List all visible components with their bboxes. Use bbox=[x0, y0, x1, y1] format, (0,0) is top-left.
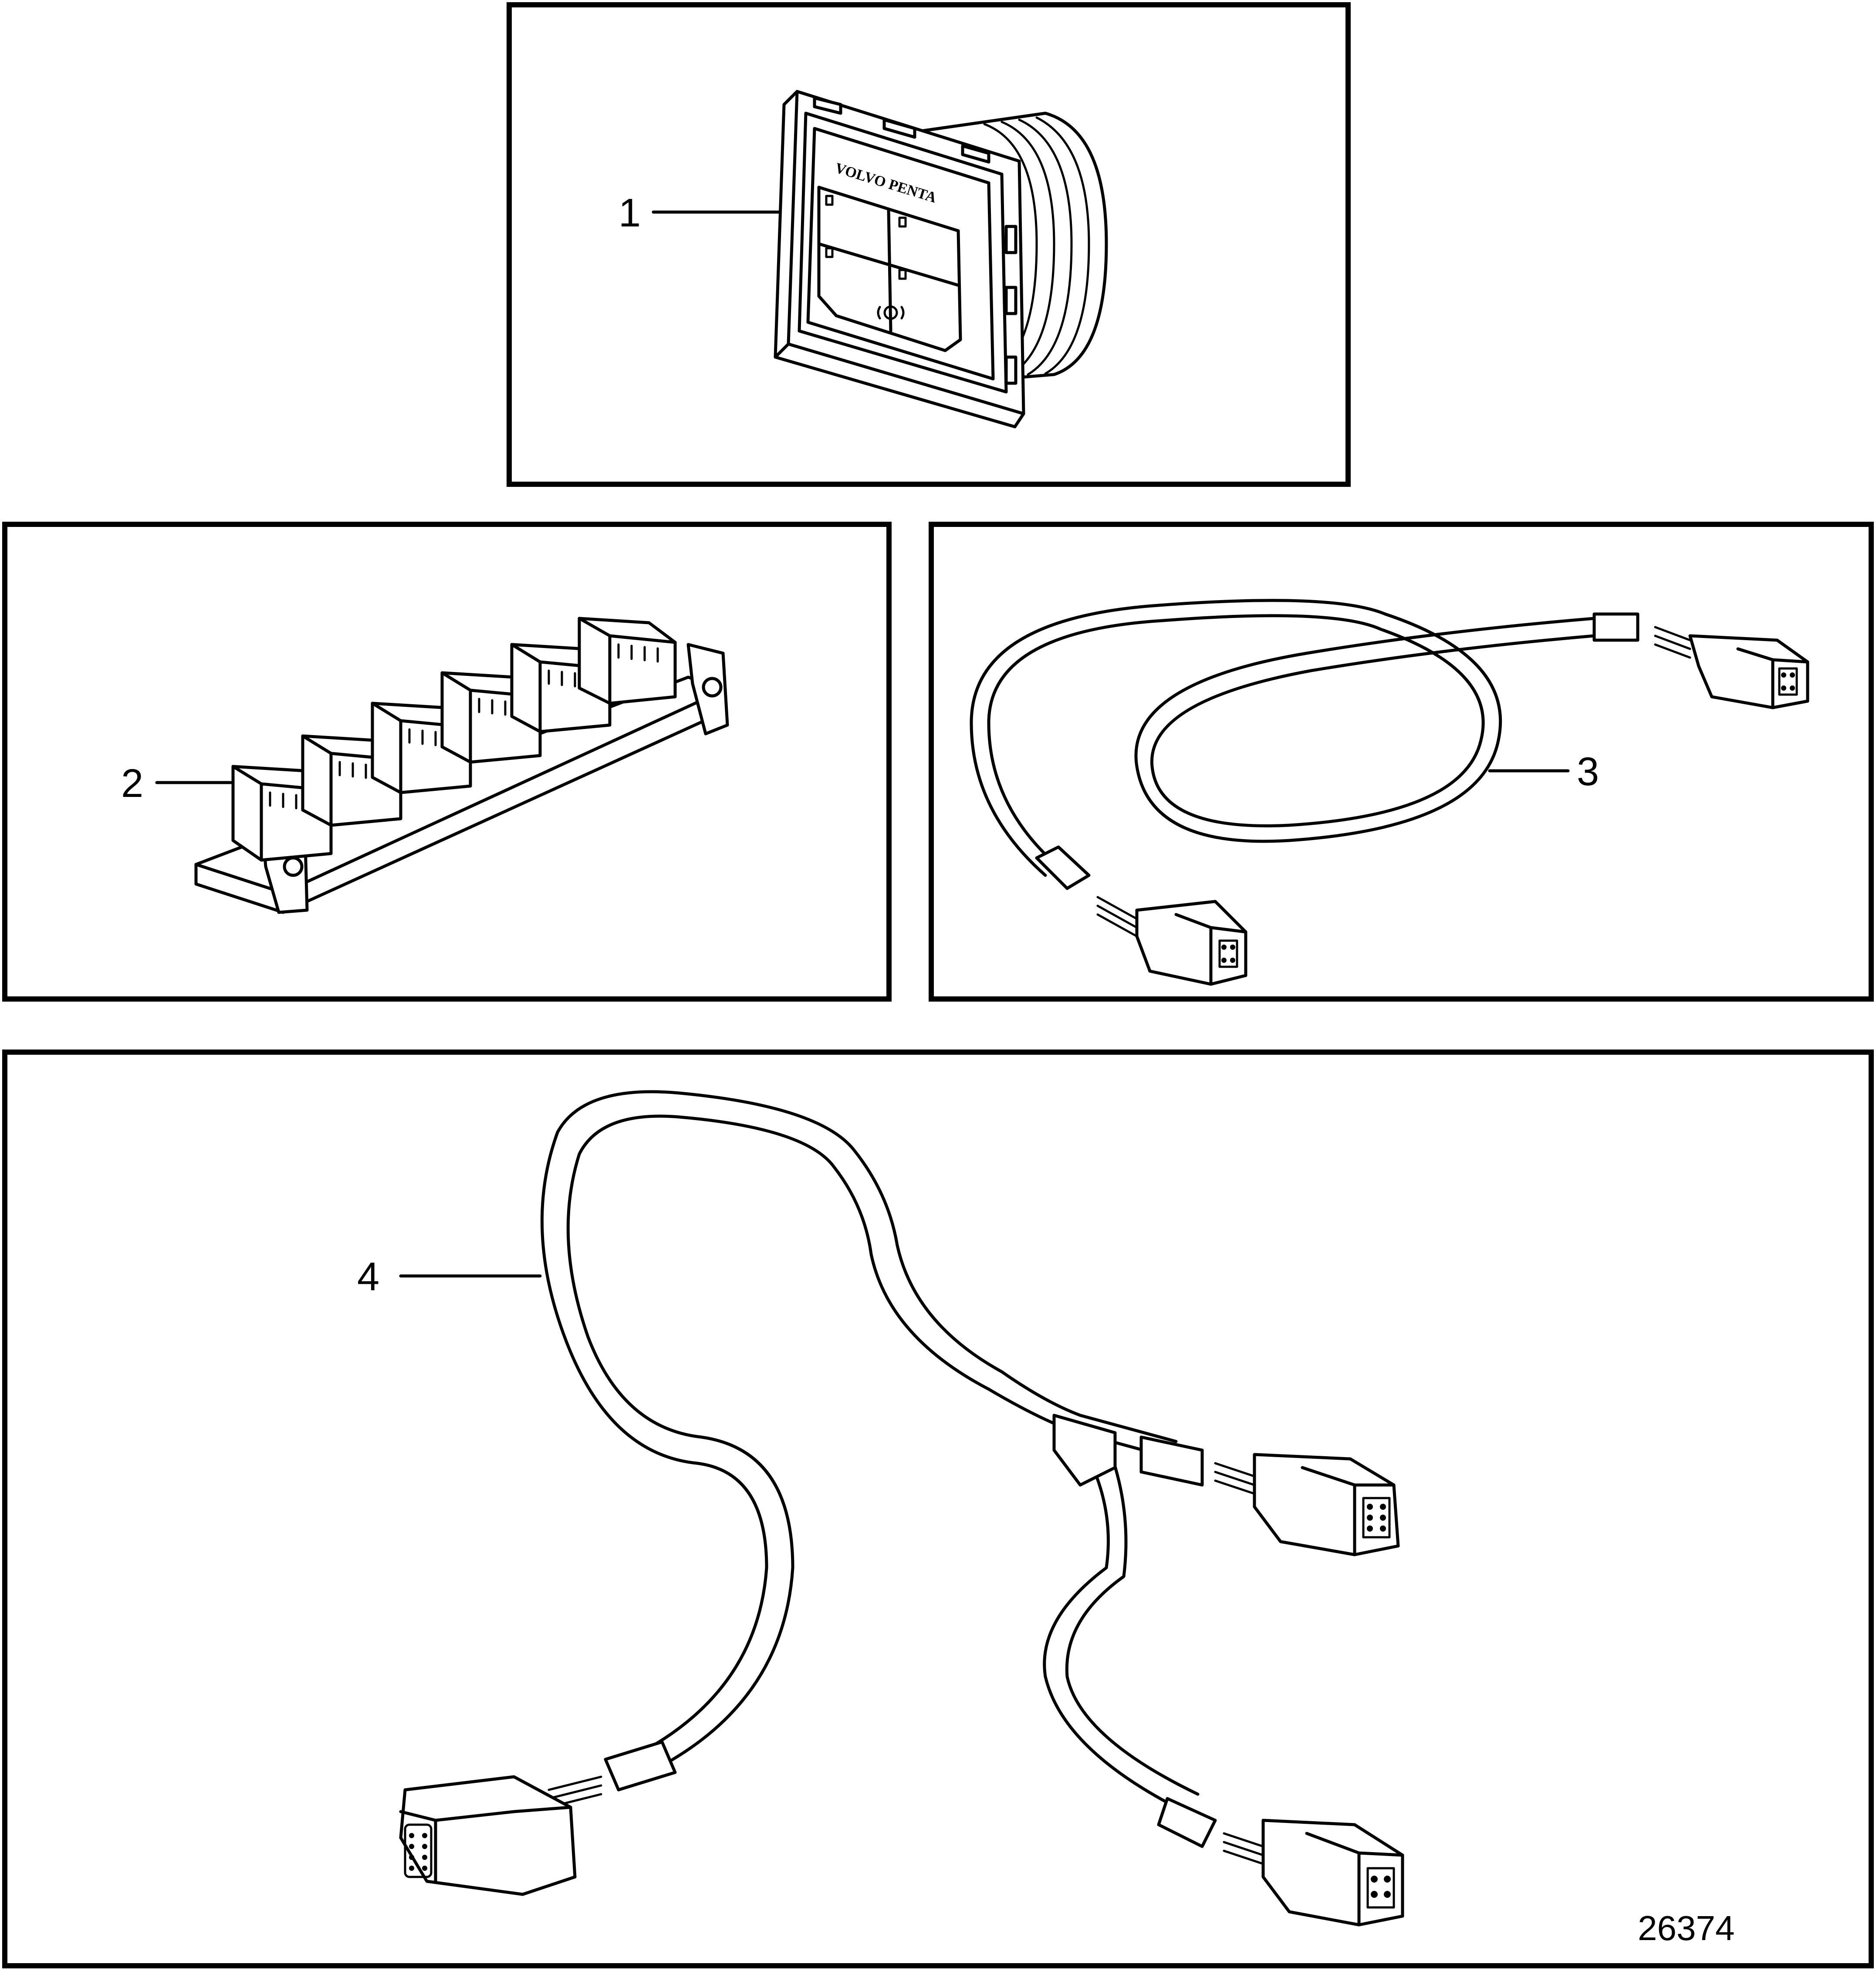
callout-1: 1 bbox=[619, 191, 641, 235]
part-2-socket-6 bbox=[578, 617, 677, 705]
part-4-y-harness bbox=[399, 1090, 1404, 1927]
part-1-display-unit: VOLVO PENTA bbox=[774, 90, 1108, 429]
panel-part-4 bbox=[2, 1050, 1874, 1968]
panel-part-3 bbox=[929, 522, 1874, 1002]
part-3-cable bbox=[970, 599, 1809, 986]
callout-3: 3 bbox=[1577, 749, 1599, 794]
part-2-connector-block bbox=[194, 617, 729, 914]
callout-4: 4 bbox=[357, 1255, 379, 1299]
figure-number: 26374 bbox=[1638, 1909, 1734, 1947]
callout-2: 2 bbox=[121, 761, 143, 806]
